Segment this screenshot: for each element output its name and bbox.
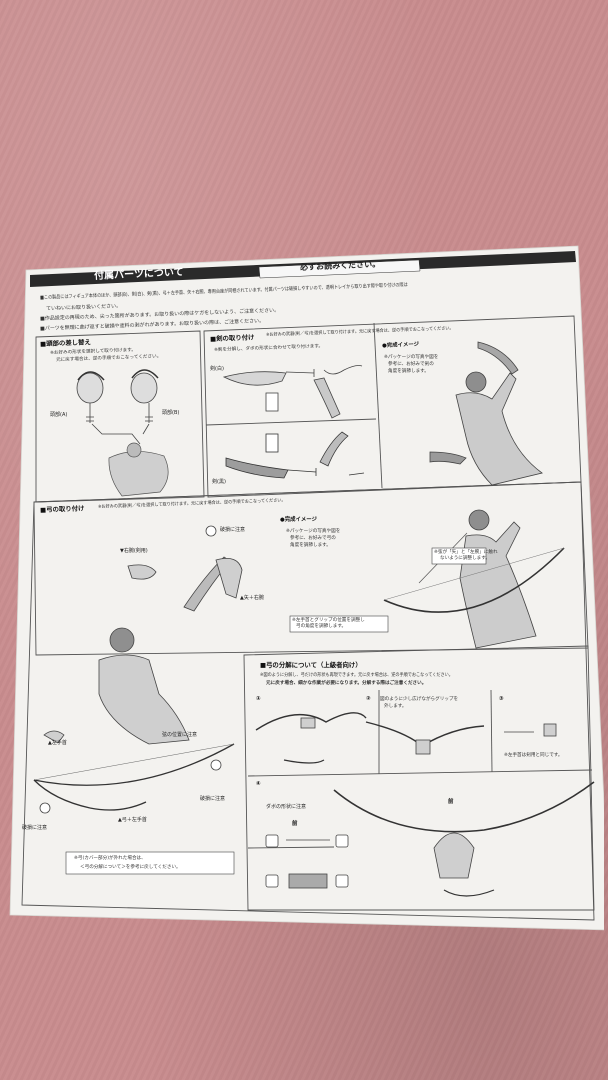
step-number: ② [366,696,371,702]
sword-complete-desc: 角度を調節します。 [388,369,429,374]
bow-complete-desc: 角度を調節します。 [290,543,331,548]
left-hand-label: ▲左手首 [48,740,67,746]
step-number: ④ [256,781,261,787]
caution-break-label: 破損に注意 [22,825,48,831]
step3-desc: ※左手首は剣用と同じです。 [504,753,563,758]
caution-break-label: 破損に注意 [200,796,226,802]
disassembly-step2-drawing [365,721,485,755]
bow-complete-desc: 参考に、お好みで弓の [290,536,336,541]
bow-callout: 弓の角度を調節します。 [296,624,347,629]
front-label: 前 [448,799,454,805]
bow-cover-note: ※弓(カバー部分)が外れた場合は、 [74,856,146,861]
bow-assembly-figure [33,525,243,814]
head-a-drawing [76,371,141,445]
head-a-label: 頭部(A) [50,412,68,418]
body-fragment-drawing [108,442,169,497]
bow-callout: ないように調整します。 [440,556,490,561]
head-section-title: ■頭部の差し替え [39,338,91,348]
front-label: 前 [292,821,298,827]
step2-desc: 外します。 [384,704,407,709]
sword-white-label: 剣(白) [210,366,224,372]
bow-hand-label: ▲弓＋左手首 [118,817,147,823]
disassembly-step1-drawing [255,712,367,764]
dabo-caution-label: ダボの形状に注意 [266,804,307,810]
disassembly-step4-drawing [265,781,595,897]
step-number: ① [256,696,261,702]
sword-complete-desc: 参考に、お好みで剣の [388,362,434,367]
arrow-arm-label: ▲矢＋右腕 [240,595,264,601]
disassembly-step3-drawing [504,723,557,737]
bow-complete-title: ●完成イメージ [280,517,317,523]
sword-black-drawing [225,431,365,479]
sword-white-drawing [222,365,363,419]
bow-disassembly-desc: 元に戻す場合、細かな作業が必要になります。分解する際はご注意ください。 [266,681,427,686]
bow-complete-desc: ※パッケージの写真や図を [286,529,341,534]
sword-black-label: 剣(黒) [212,479,226,485]
caution-break-label: 破損に注意 [220,527,246,533]
bow-section-title: ■弓の取り付け [39,504,85,514]
instruction-paper [9,245,604,931]
bow-disassembly-title: ■弓の分解について（上級者向け） [260,661,362,669]
bow-disassembly-desc: ※図のように分解し、弓だけの形状も再現できます。元に戻す場合は、逆の手順でおこな… [260,673,453,678]
caution-string-label: 弦の位置に注意 [162,732,198,738]
bow-cover-note: ＜弓の分解について＞を参考に戻してください。 [80,865,181,870]
head-b-label: 頭部(B) [162,410,180,416]
bow-callout: ※左手首とグリップの位置を調整し [292,618,365,623]
bow-callout: ※弦が「矢」と「左腕」に触れ [434,550,498,555]
step-number: ③ [499,696,504,702]
sword-complete-desc: ※パッケージの写真や図を [384,355,439,360]
sword-section-title: ■剣の取り付け [209,333,255,343]
right-arm-label: ▼右腕(剣用) [120,548,148,554]
instruction-sheet: 付属パーツについて 必ずお読みください。 ■この製品にはフィギュア本体のほか、頭… [4,0,604,1080]
sword-complete-figure [429,341,543,486]
head-b-drawing [130,369,159,435]
step2-desc: 図のように少し広げながらグリップを [380,697,459,702]
